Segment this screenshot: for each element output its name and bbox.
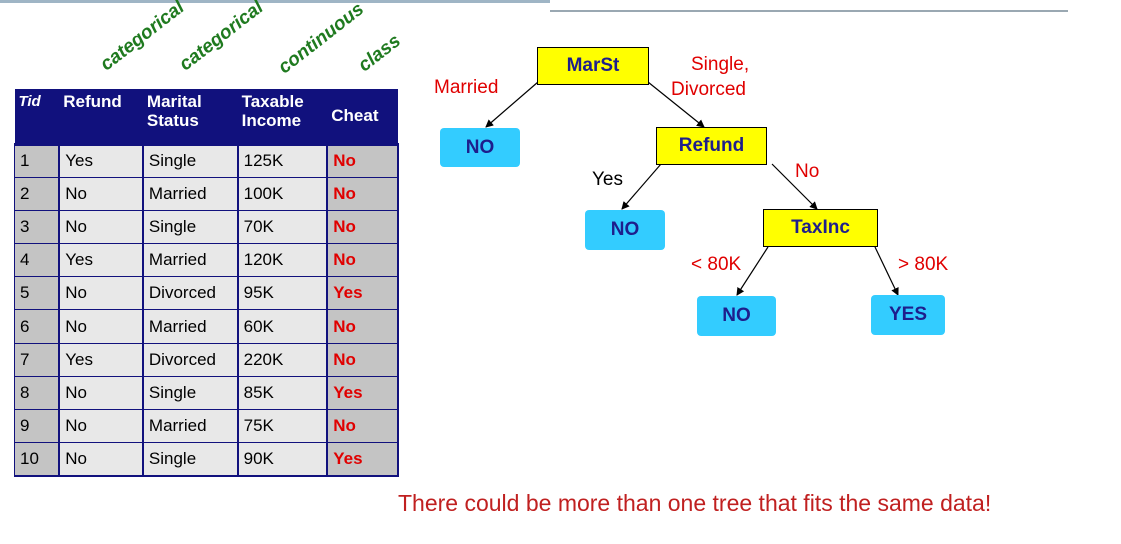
cell-marital: Single [141, 209, 239, 245]
cell-income: 100K [236, 176, 328, 211]
node-leaf-married-no: NO [440, 128, 520, 167]
header-income-line1: Taxable [241, 92, 304, 111]
node-taxinc: TaxInc [763, 209, 878, 247]
edge-taxinc-gt80 [874, 246, 899, 296]
edge-label-lt80: < 80K [691, 254, 742, 275]
cell-refund: No [58, 408, 144, 444]
cell-tid: 5 [14, 276, 60, 311]
edge-marst-married [485, 81, 539, 128]
cell-income: 120K [236, 243, 328, 278]
top-rule-left [0, 0, 550, 3]
cell-tid: 10 [14, 442, 60, 477]
cell-cheat: No [326, 142, 399, 178]
cell-tid: 3 [14, 209, 60, 245]
header-marital-line1: Marital [146, 92, 202, 111]
cell-income: 60K [236, 309, 328, 344]
cell-refund: No [58, 442, 144, 477]
cell-marital: Single [141, 142, 239, 178]
cell-cheat: No [326, 209, 399, 245]
cell-cheat: No [326, 408, 399, 444]
cell-marital: Divorced [141, 276, 239, 311]
edge-marst-single-divorced [647, 81, 705, 128]
cell-refund: No [58, 375, 144, 411]
cell-cheat: Yes [326, 375, 399, 411]
cell-refund: No [58, 176, 144, 211]
edge-label-no: No [795, 161, 820, 182]
edge-label-single-divorced-2: Divorced [671, 79, 746, 100]
cell-tid: 8 [14, 375, 60, 411]
cell-tid: 4 [14, 243, 60, 278]
cell-marital: Single [141, 375, 239, 411]
node-leaf-refund-yes-no: NO [585, 210, 665, 250]
cell-income: 95K [236, 276, 328, 311]
cell-marital: Single [141, 442, 239, 477]
cell-cheat: Yes [326, 442, 399, 477]
edge-label-yes: Yes [592, 169, 623, 190]
cell-cheat: No [326, 309, 399, 344]
node-leaf-lt80-no: NO [697, 296, 776, 336]
header-refund: Refund [59, 89, 143, 144]
cell-income: 90K [236, 442, 328, 477]
cell-tid: 9 [14, 408, 60, 444]
node-marst: MarSt [537, 47, 649, 85]
cell-cheat: No [326, 342, 399, 377]
cell-tid: 1 [14, 142, 60, 178]
cell-marital: Married [141, 408, 239, 444]
header-tid: Tid [14, 89, 60, 144]
footnote: There could be more than one tree that f… [398, 490, 992, 516]
cell-refund: No [58, 209, 144, 245]
cell-tid: 7 [14, 342, 60, 377]
cell-cheat: Yes [326, 276, 399, 311]
edge-taxinc-lt80 [736, 246, 769, 296]
cell-marital: Divorced [141, 342, 239, 377]
cell-refund: Yes [58, 243, 144, 278]
cell-refund: Yes [58, 342, 144, 377]
cell-refund: No [58, 309, 144, 344]
edge-label-married: Married [434, 77, 499, 98]
cell-tid: 6 [14, 309, 60, 344]
cell-income: 125K [236, 142, 328, 178]
edge-refund-no [771, 163, 818, 210]
edge-label-single-divorced-1: Single, [691, 54, 750, 75]
cell-marital: Married [141, 243, 239, 278]
top-rule-right [550, 10, 1068, 12]
cell-marital: Married [141, 309, 239, 344]
cell-income: 70K [236, 209, 328, 245]
header-cheat: Cheat [327, 89, 398, 144]
cell-cheat: No [326, 243, 399, 278]
header-income-line2: Income [241, 111, 302, 130]
node-leaf-gt80-yes: YES [871, 295, 945, 335]
header-marital-line2: Status [146, 111, 199, 130]
node-refund: Refund [656, 127, 767, 165]
edge-label-gt80: > 80K [898, 254, 949, 275]
cell-income: 85K [236, 375, 328, 411]
cell-income: 75K [236, 408, 328, 444]
cell-marital: Married [141, 176, 239, 211]
edge-refund-yes [621, 163, 662, 210]
